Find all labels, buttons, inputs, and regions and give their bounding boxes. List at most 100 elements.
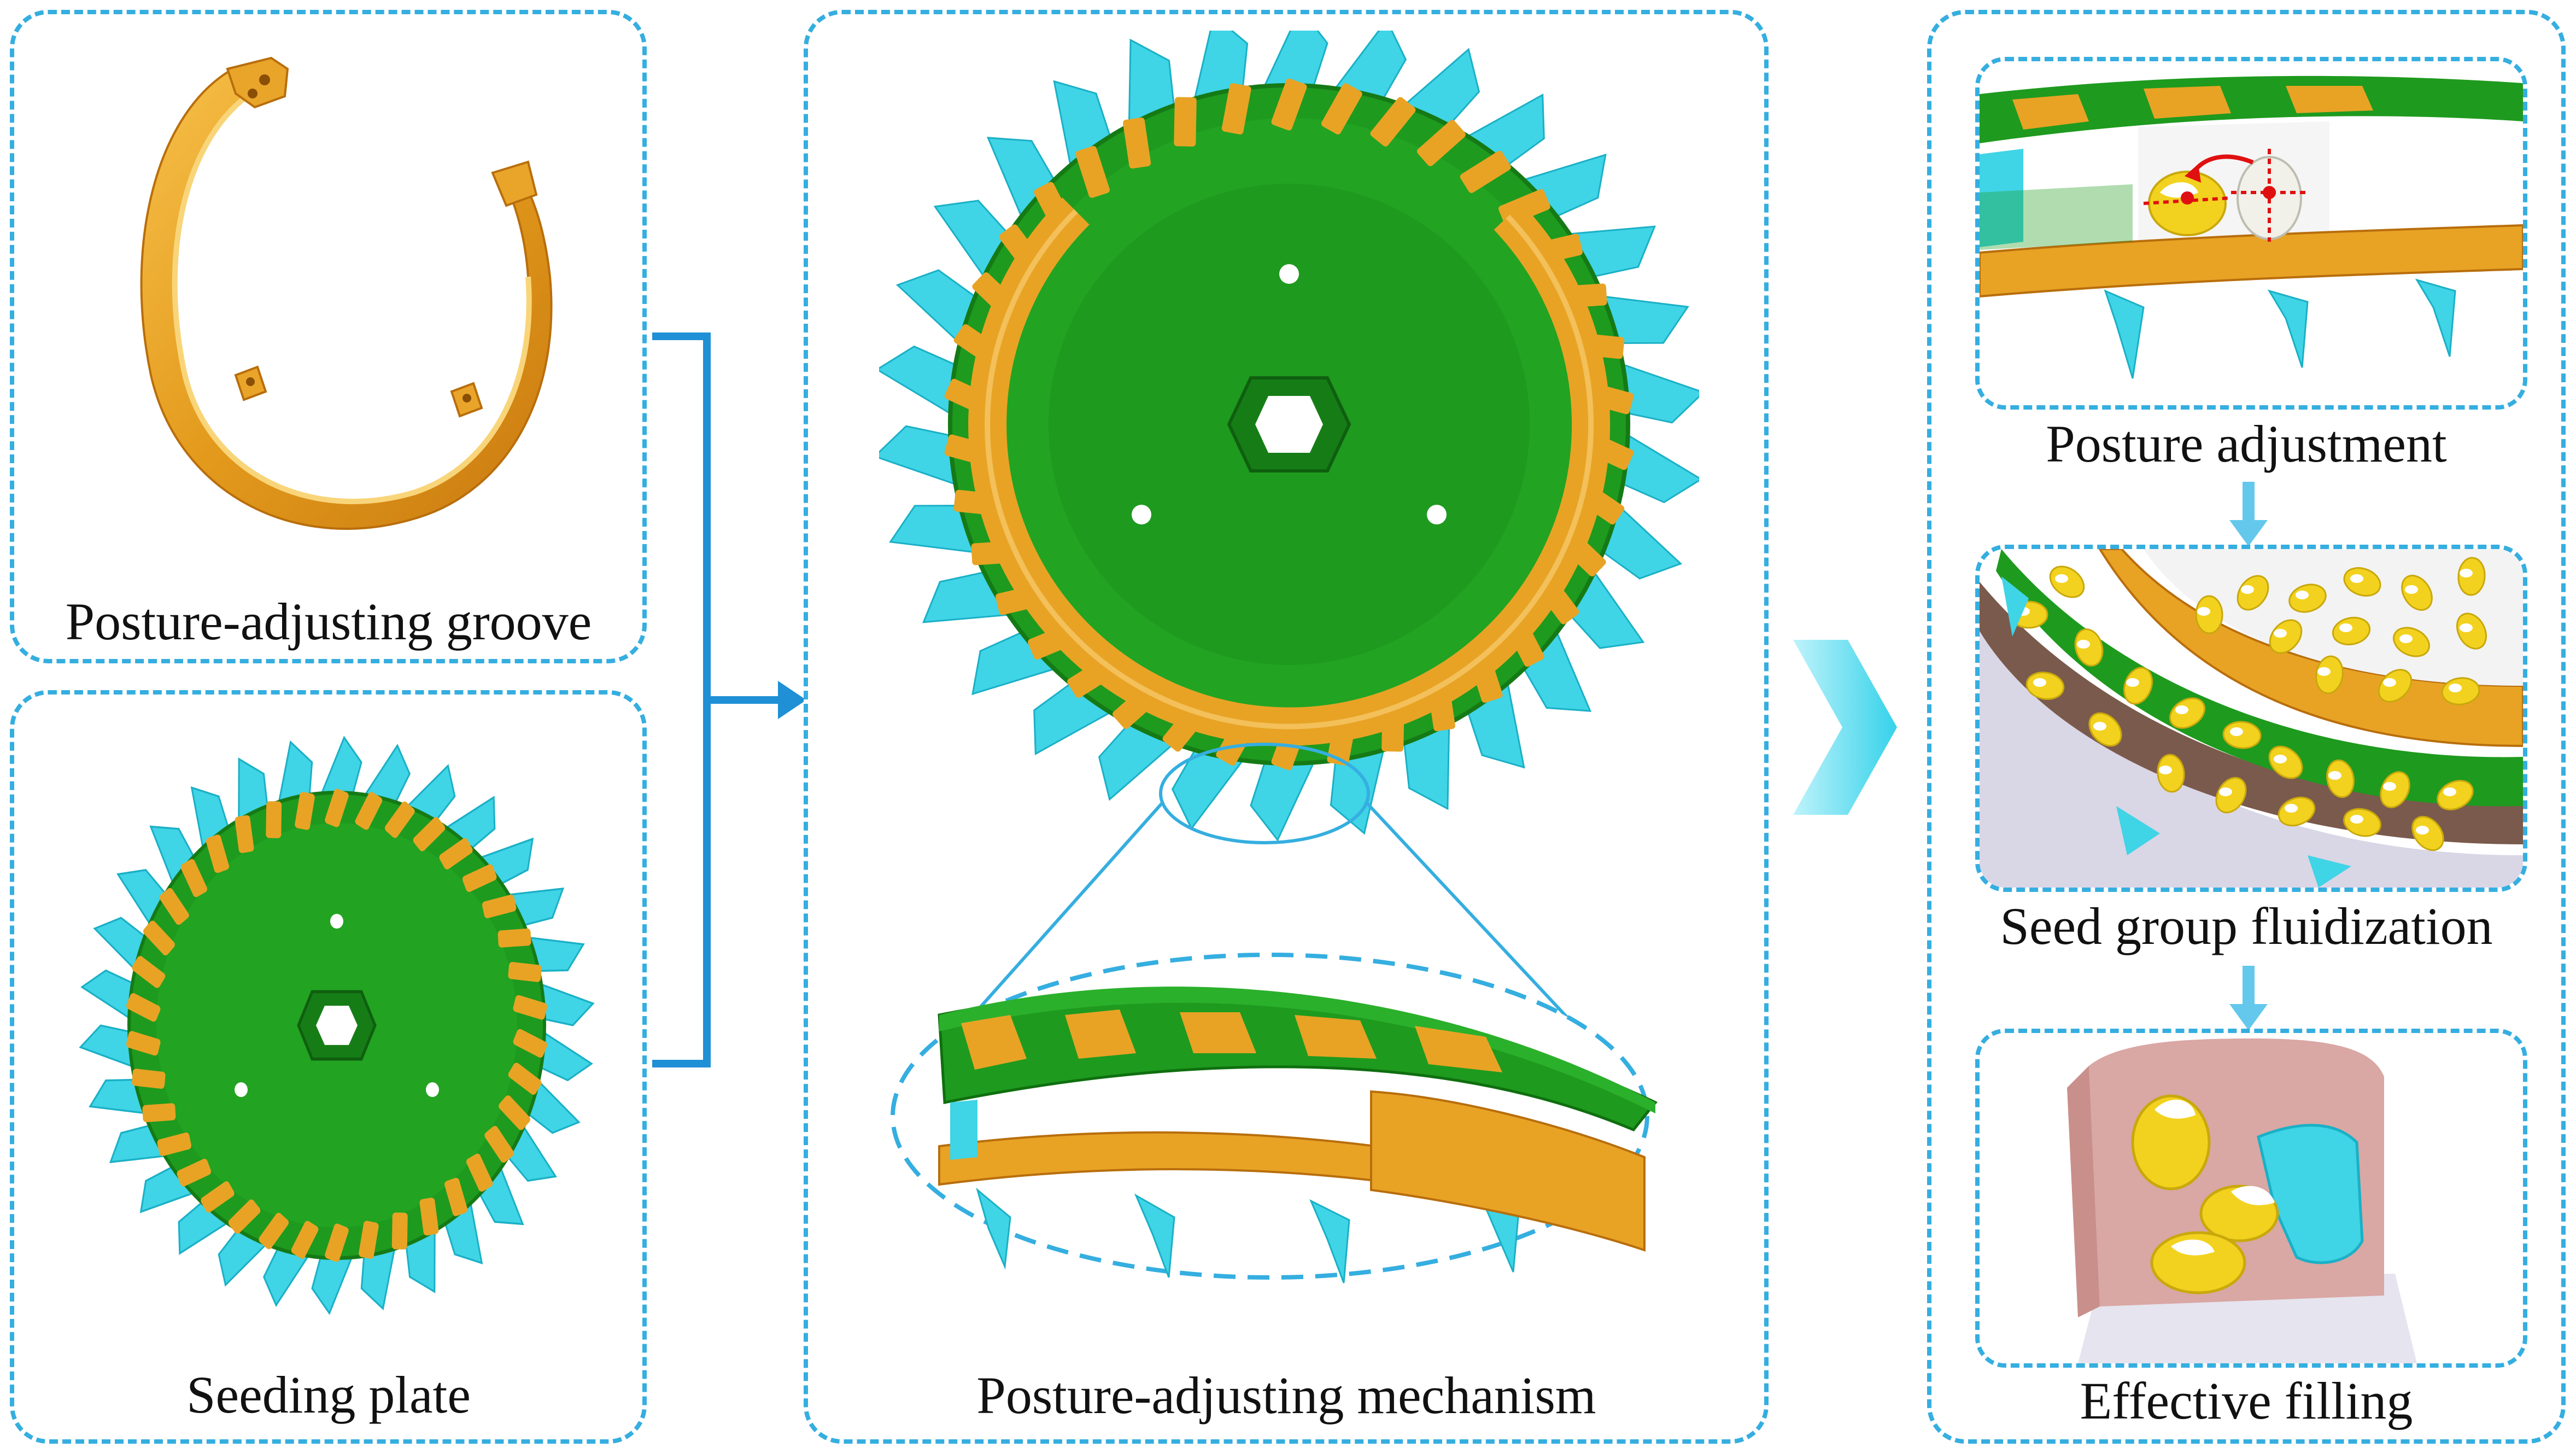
seed (2195, 595, 2223, 634)
plate-slot (126, 1031, 161, 1056)
seed (2326, 759, 2355, 798)
down-arrow-2 (2229, 966, 2268, 1030)
mechanism-label: Posture-adjusting mechanism (976, 1366, 1596, 1425)
seed (2268, 745, 2303, 779)
seeding-plate-illustration (79, 736, 595, 1315)
seed-tip (2350, 815, 2363, 824)
process-arrow (1793, 640, 1897, 815)
plate-slot (157, 1132, 191, 1157)
seed (2378, 669, 2413, 703)
plate-tooth (1250, 757, 1318, 842)
plate-slot (1416, 120, 1466, 166)
seed-tip (2443, 787, 2456, 796)
plate-slot (508, 962, 542, 982)
seed-tip (2126, 678, 2139, 687)
plate-slot (1221, 83, 1251, 135)
seed (2215, 777, 2247, 814)
plate-slot (1370, 97, 1416, 147)
seed-tip (2241, 585, 2254, 594)
fluidization-label: Seed group fluidization (2000, 897, 2493, 955)
seed-tip (2033, 678, 2046, 687)
plate-slot (482, 894, 517, 919)
seed-tip (2383, 678, 2396, 687)
plate-slot (513, 1029, 547, 1058)
plate-slot (513, 995, 548, 1020)
plate-slot (325, 1223, 349, 1262)
plate-label: Seeding plate (186, 1366, 471, 1424)
seed (2157, 754, 2185, 793)
seed-tip (2197, 607, 2210, 616)
plate-slot (295, 792, 315, 830)
seed-tip (2350, 574, 2363, 583)
plate-slot (499, 1095, 530, 1130)
seed-tip (2219, 787, 2232, 796)
adjustment-label: Posture adjustment (2046, 415, 2447, 473)
plate-slot (1123, 117, 1151, 169)
filling-label: Effective filling (2080, 1372, 2413, 1430)
plate-slot (160, 888, 189, 925)
process-panel: Posture adjustment Seed group fluidizati… (1927, 10, 2566, 1444)
seed-tip (2383, 782, 2396, 791)
plate-slot (177, 1158, 212, 1187)
plate-slot (462, 864, 497, 892)
seed-tip (2055, 574, 2068, 583)
plate-tooth (318, 736, 362, 800)
plate-slot (325, 789, 349, 827)
plate-slot (484, 1125, 514, 1163)
seed (2411, 815, 2444, 851)
seed (2278, 796, 2316, 827)
seed (2456, 612, 2487, 650)
seed-tip (2317, 667, 2331, 676)
groove-illustration (140, 56, 553, 530)
plate-tooth (311, 1251, 355, 1315)
seed (2169, 697, 2206, 729)
seed-tip (2285, 804, 2298, 813)
seed-tip (2296, 591, 2309, 599)
plate-slot (413, 817, 446, 851)
plate-slot (180, 859, 207, 897)
seed (2049, 565, 2085, 598)
plate-slot (291, 1221, 319, 1259)
seed-tip (2077, 640, 2090, 649)
plate-slot (359, 1221, 379, 1259)
groove-label: Posture-adjusting groove (65, 592, 592, 651)
plate-slot (206, 835, 229, 873)
seed-tip (2399, 634, 2413, 643)
plate-slot (355, 792, 383, 830)
plate-slot (384, 801, 415, 838)
plate-slot (1075, 145, 1110, 198)
seed-tip (2416, 826, 2429, 835)
seed (2123, 667, 2153, 705)
seed-tip (2230, 727, 2243, 736)
plate-slot (266, 801, 282, 838)
seed-tip (2460, 623, 2473, 632)
plate-slot (126, 993, 161, 1022)
seed (2437, 780, 2474, 810)
plate-slot (508, 1063, 542, 1095)
seed-tip (2274, 755, 2287, 763)
fluidization-subpanel (1975, 545, 2527, 892)
connector-arrow (652, 332, 806, 1067)
seed-tip (2405, 585, 2418, 594)
plate-slot (132, 956, 166, 988)
plate-slot (444, 1177, 468, 1216)
seed (2269, 619, 2303, 654)
plate-panel: Seeding plate (10, 690, 647, 1444)
plate-slot (419, 1198, 439, 1236)
seed-tip (2175, 705, 2188, 714)
plate-slot (439, 838, 473, 870)
plate-slot (466, 1153, 493, 1192)
seed-tip (2274, 629, 2287, 638)
plate-slot (142, 1103, 176, 1123)
mechanism-panel: Posture-adjusting mechanism (804, 10, 1769, 1444)
plate-slot (132, 1069, 166, 1089)
seed (2237, 575, 2269, 611)
seed (2380, 771, 2410, 808)
seed (2315, 655, 2344, 695)
plate-slot (201, 1181, 235, 1213)
filling-subpanel (1975, 1029, 2527, 1368)
adjustment-illustration (1980, 61, 2523, 405)
groove-panel: Posture-adjusting groove (10, 10, 647, 663)
seed-tip (2449, 684, 2462, 692)
plate-slot (235, 815, 254, 853)
